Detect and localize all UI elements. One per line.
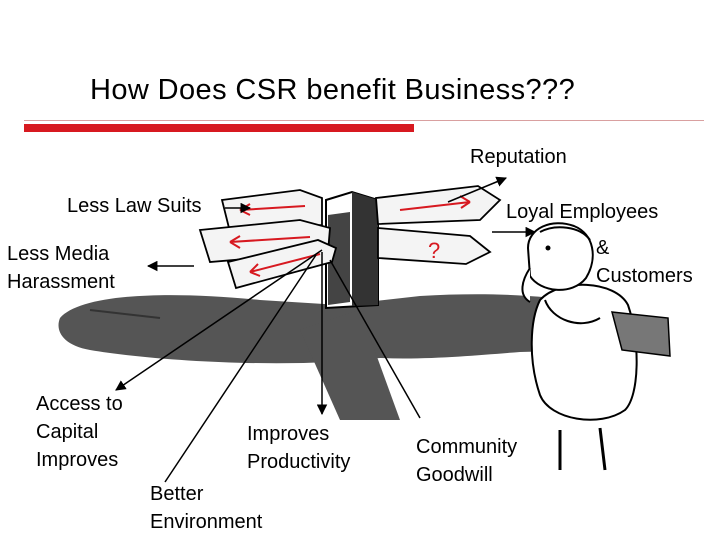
label-loyal-employees: Loyal Employees: [506, 201, 659, 223]
label-less-media: Less Media: [7, 243, 110, 265]
label-community: Community: [416, 436, 518, 458]
sign-question-mark: ?: [428, 238, 440, 263]
title-underline: [24, 120, 704, 121]
label-ampersand: &: [596, 237, 610, 259]
label-harassment: Harassment: [7, 271, 115, 293]
label-improves: Improves: [36, 449, 119, 471]
label-access-to: Access to: [36, 393, 123, 415]
arrow-reputation: [447, 176, 507, 203]
sign-right-1: [375, 185, 502, 225]
connector-lines: [115, 176, 537, 483]
signpost-pole: [325, 190, 379, 310]
label-customers: Customers: [596, 265, 693, 287]
sign-left-3: [226, 239, 338, 290]
line-better-environment: [164, 254, 317, 483]
label-environment: Environment: [150, 511, 263, 533]
sign-right-2: ?: [377, 227, 492, 265]
ground-shadow: [58, 294, 648, 420]
arrow-access-to-capital: [115, 249, 323, 391]
title-accent-bar: [24, 124, 414, 132]
line-community-goodwill: [329, 259, 421, 419]
label-reputation: Reputation: [470, 146, 567, 168]
label-capital: Capital: [36, 421, 99, 443]
label-better: Better: [150, 483, 204, 505]
slide-title: How Does CSR benefit Business???: [90, 74, 576, 106]
label-less-law-suits: Less Law Suits: [67, 195, 202, 217]
thinking-man-icon: [521, 222, 671, 471]
label-goodwill: Goodwill: [416, 464, 493, 486]
label-improves-productivity-1: Improves: [247, 423, 330, 445]
label-improves-productivity-2: Productivity: [247, 451, 351, 473]
